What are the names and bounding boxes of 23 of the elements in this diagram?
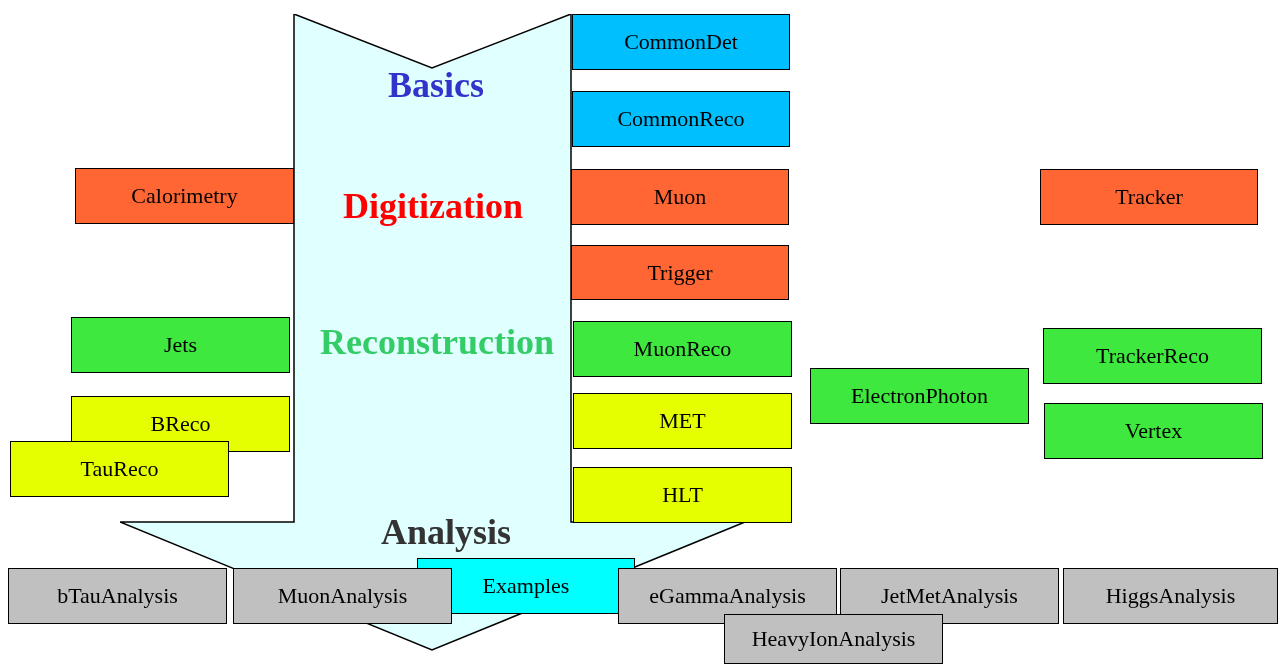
package-box: Calorimetry xyxy=(75,168,294,224)
package-box: Trigger xyxy=(571,245,789,300)
package-box: ElectronPhoton xyxy=(810,368,1029,424)
package-box: Tracker xyxy=(1040,169,1258,225)
stage-heading: Analysis xyxy=(381,514,511,550)
package-box: Vertex xyxy=(1044,403,1263,459)
package-box: HeavyIonAnalysis xyxy=(724,614,943,664)
package-box: bTauAnalysis xyxy=(8,568,227,624)
stage-heading: Basics xyxy=(388,67,484,103)
package-box: MET xyxy=(573,393,792,449)
package-box: Jets xyxy=(71,317,290,373)
stage-heading: Reconstruction xyxy=(320,324,554,360)
package-box: TrackerReco xyxy=(1043,328,1262,384)
package-box: MuonReco xyxy=(573,321,792,377)
package-box: Muon xyxy=(571,169,789,225)
package-box: HLT xyxy=(573,467,792,523)
package-box: HiggsAnalysis xyxy=(1063,568,1278,624)
stage-heading: Digitization xyxy=(343,188,523,224)
package-box: JetMetAnalysis xyxy=(840,568,1059,624)
package-box: CommonDet xyxy=(572,14,790,70)
package-box: eGammaAnalysis xyxy=(618,568,837,624)
package-box: TauReco xyxy=(10,441,229,497)
package-box: CommonReco xyxy=(572,91,790,147)
